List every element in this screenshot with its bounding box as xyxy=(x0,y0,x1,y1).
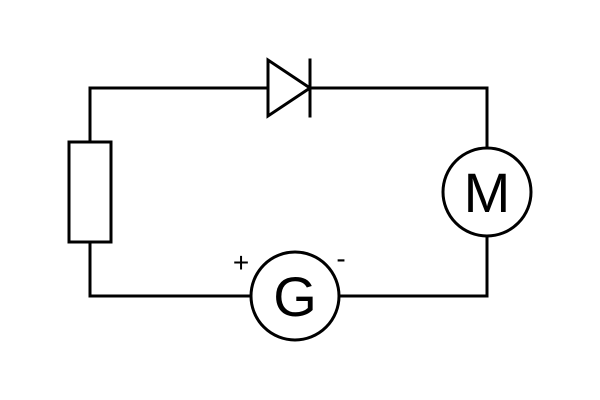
generator-positive-terminal: + xyxy=(233,247,249,278)
generator: G + - xyxy=(233,243,346,342)
diode-triangle xyxy=(266,57,313,119)
generator-negative-terminal: - xyxy=(336,243,345,274)
generator-circle xyxy=(249,250,341,342)
resistor xyxy=(67,140,113,244)
motor-circle xyxy=(441,146,533,238)
diode xyxy=(266,57,313,119)
generator-letter: G xyxy=(273,265,317,328)
motor-letter: M xyxy=(464,161,511,224)
motor: M xyxy=(441,146,533,238)
